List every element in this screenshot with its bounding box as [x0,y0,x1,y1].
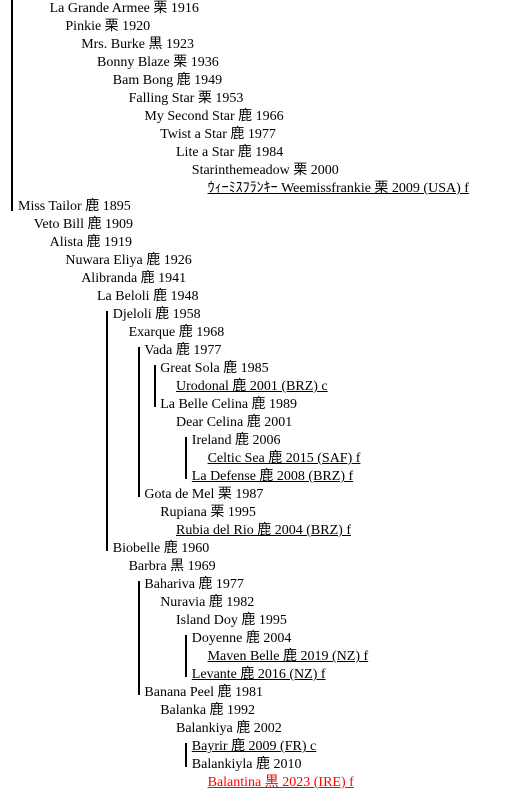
pedigree-entry[interactable]: ｳｨｰﾐｽﾌﾗﾝｷｰ Weemissfrankie 栗 2009 (USA) f [207,181,469,196]
tree-connector [11,0,13,211]
pedigree-entry: La Beloli 鹿 1948 [97,289,199,304]
pedigree-entry: Djeloli 鹿 1958 [112,307,201,322]
pedigree-entry: Mrs. Burke 黒 1923 [81,37,194,52]
pedigree-entry: Pinkie 栗 1920 [65,19,151,34]
pedigree-entry: Island Doy 鹿 1995 [176,613,287,628]
pedigree-entry[interactable]: Balantina 黒 2023 (IRE) f [207,775,354,790]
pedigree-entry: Twist a Star 鹿 1977 [160,127,276,142]
tree-connector [185,743,187,767]
pedigree-entry: Alibranda 鹿 1941 [81,271,187,286]
pedigree-entry[interactable]: Rubia del Rio 鹿 2004 (BRZ) f [176,523,351,538]
tree-connector [154,365,156,407]
pedigree-entry: Vada 鹿 1977 [144,343,222,358]
pedigree-entry: Biobelle 鹿 1960 [112,541,210,556]
pedigree-entry: Exarque 鹿 1968 [128,325,225,340]
tree-connector [185,635,187,677]
pedigree-entry: My Second Star 鹿 1966 [144,109,284,124]
pedigree-entry: Bam Bong 鹿 1949 [112,73,223,88]
pedigree-entry[interactable]: Levante 鹿 2016 (NZ) f [191,667,326,682]
pedigree-entry[interactable]: Urodonal 鹿 2001 (BRZ) c [176,379,328,394]
pedigree-entry: La Grande Armee 栗 1916 [49,1,199,16]
pedigree-entry: Miss Tailor 鹿 1895 [18,199,131,214]
pedigree-entry: Bonny Blaze 栗 1936 [97,55,219,70]
pedigree-entry: Bahariva 鹿 1977 [144,577,244,592]
pedigree-entry: Alista 鹿 1919 [49,235,133,250]
tree-connector [106,311,108,551]
pedigree-entry: Balankiya 鹿 2002 [176,721,282,736]
pedigree-entry: Barbra 黒 1969 [128,559,216,574]
pedigree-entry: Nuwara Eliya 鹿 1926 [65,253,192,268]
pedigree-entry: Doyenne 鹿 2004 [191,631,292,646]
pedigree-entry: Ireland 鹿 2006 [191,433,281,448]
tree-connector [185,437,187,479]
pedigree-entry: Balanka 鹿 1992 [160,703,256,718]
pedigree-entry: Veto Bill 鹿 1909 [33,217,133,232]
pedigree-entry: Nuravia 鹿 1982 [160,595,255,610]
pedigree-entry[interactable]: Bayrir 鹿 2009 (FR) c [191,739,317,754]
pedigree-entry: Balankiyla 鹿 2010 [191,757,302,772]
pedigree-entry: Rupiana 栗 1995 [160,505,256,520]
pedigree-entry: Gota de Mel 栗 1987 [144,487,264,502]
pedigree-entry[interactable]: La Defense 鹿 2008 (BRZ) f [191,469,354,484]
pedigree-entry: Lite a Star 鹿 1984 [176,145,284,160]
pedigree-entry[interactable]: Celtic Sea 鹿 2015 (SAF) f [207,451,361,466]
tree-connector [138,581,140,695]
pedigree-entry: La Belle Celina 鹿 1989 [160,397,298,412]
pedigree-entry[interactable]: Maven Belle 鹿 2019 (NZ) f [207,649,369,664]
pedigree-entry: Great Sola 鹿 1985 [160,361,269,376]
pedigree-entry: Falling Star 栗 1953 [128,91,244,106]
pedigree-entry: Banana Peel 鹿 1981 [144,685,263,700]
pedigree-entry: Starinthemeadow 栗 2000 [191,163,339,178]
pedigree-entry: Dear Celina 鹿 2001 [176,415,293,430]
tree-connector [138,347,140,497]
